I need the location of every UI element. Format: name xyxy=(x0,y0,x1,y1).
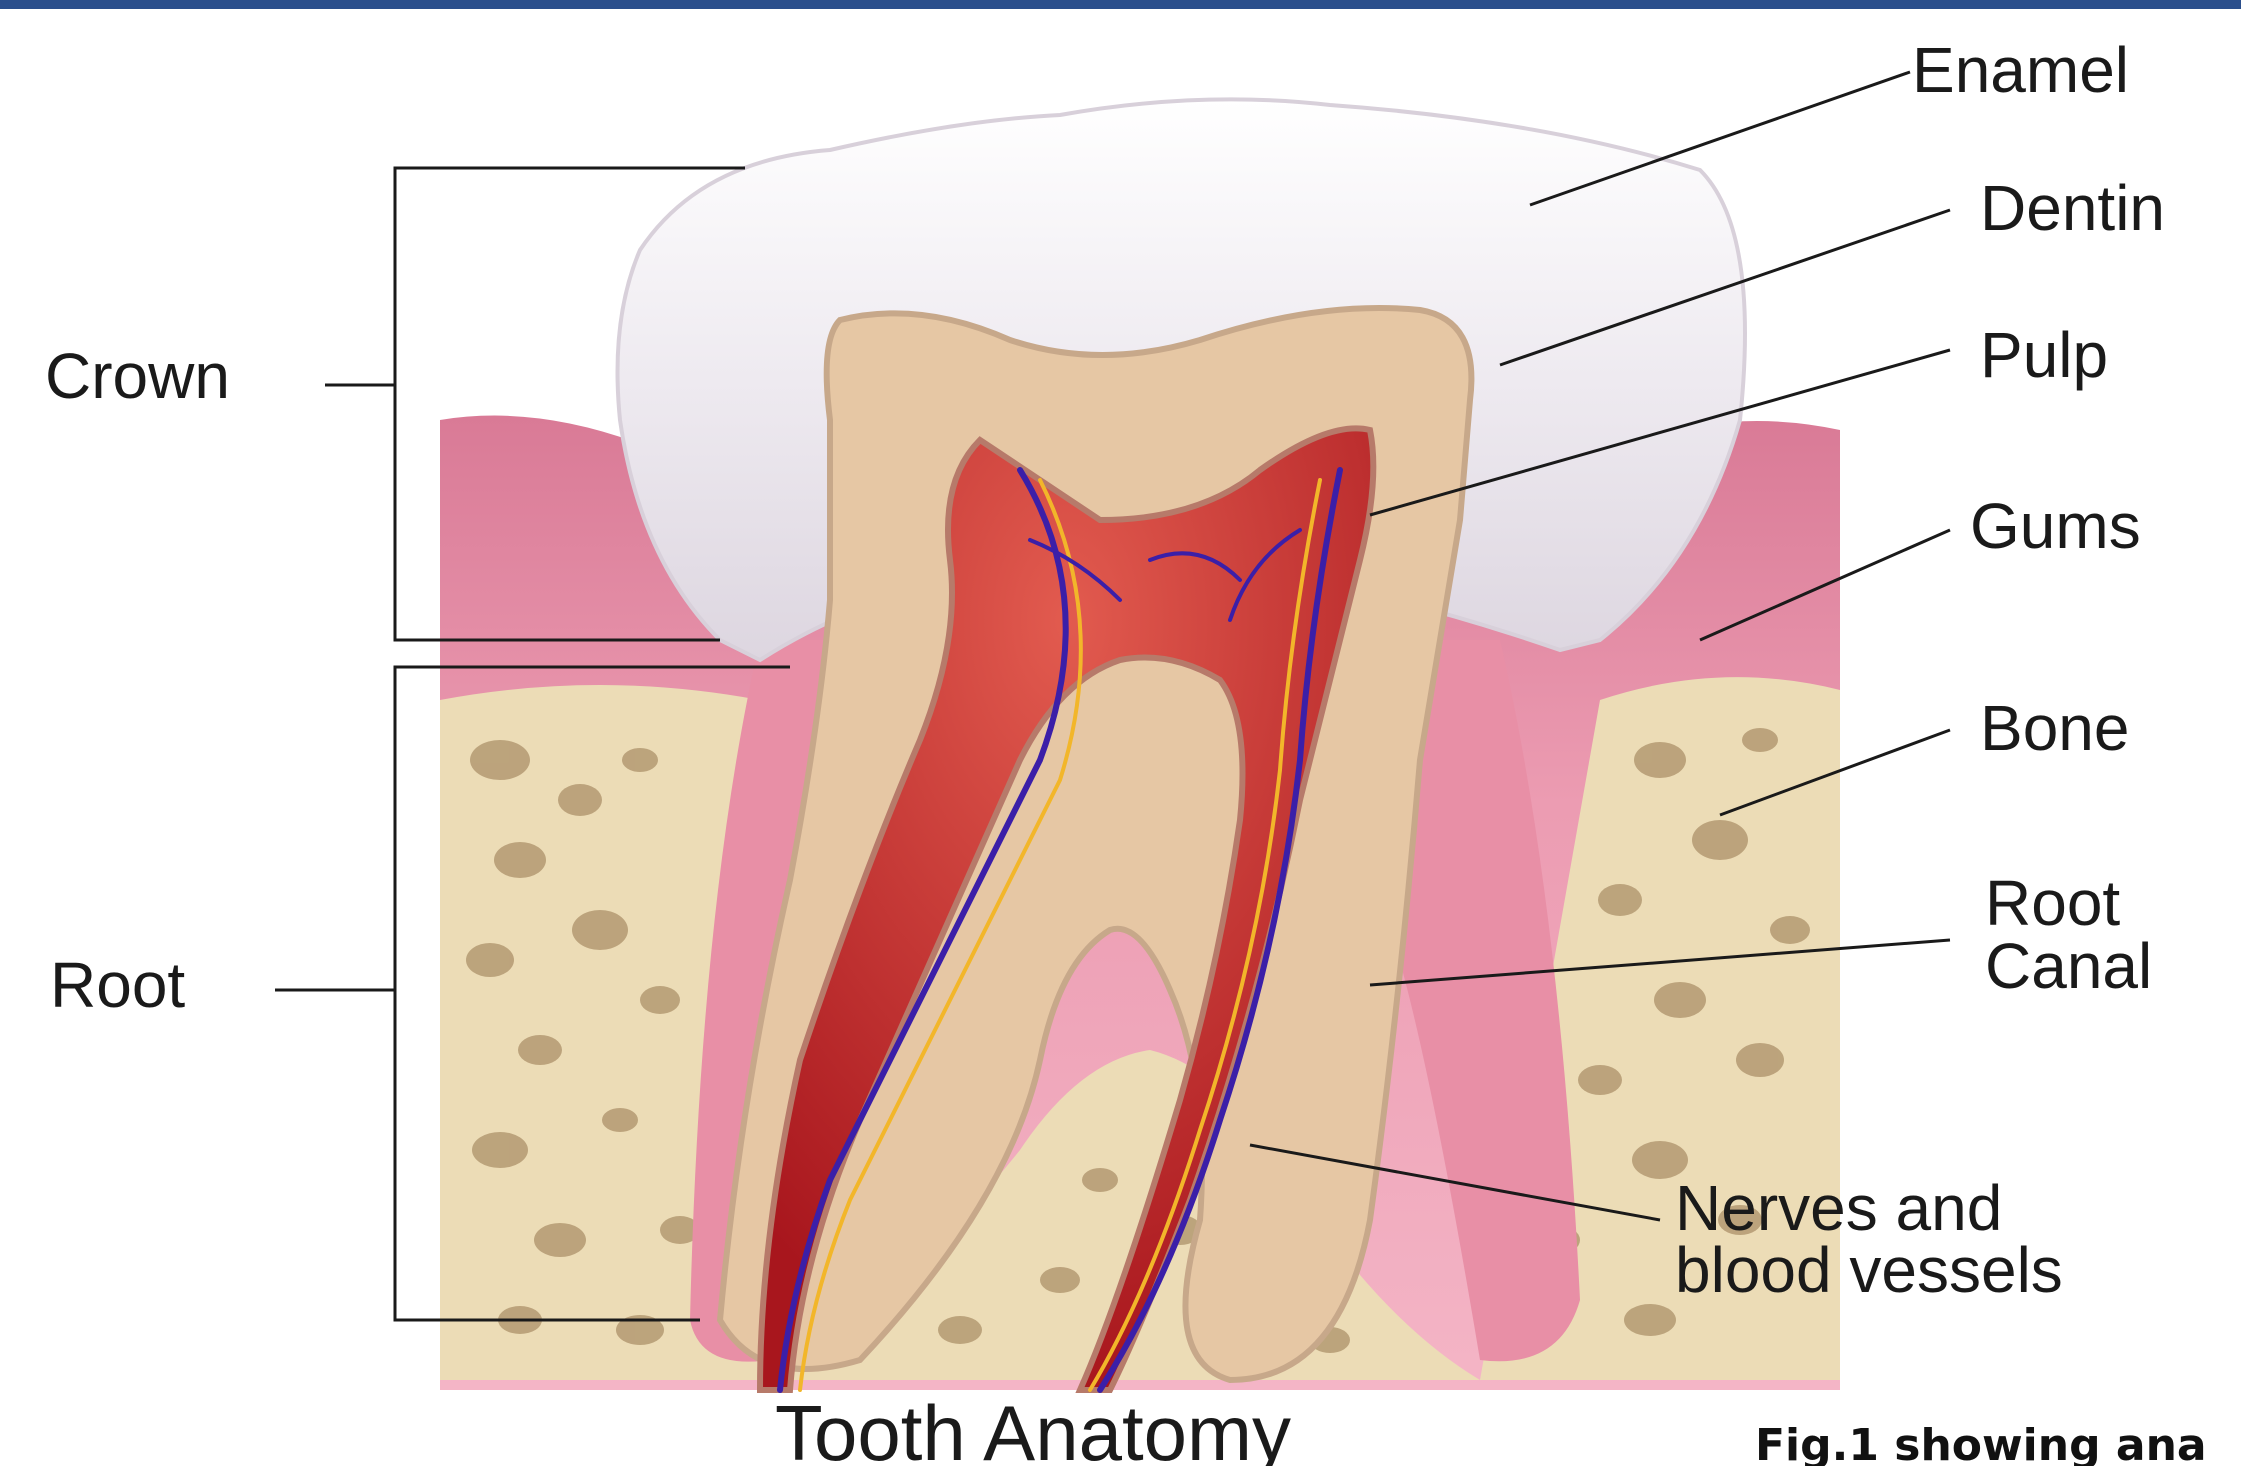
header-bar xyxy=(0,0,2241,9)
label-enamel: Enamel xyxy=(1912,34,2129,106)
label-root-canal-line2: Canal xyxy=(1985,930,2152,1002)
label-crown: Crown xyxy=(45,340,230,412)
label-dentin: Dentin xyxy=(1980,172,2165,244)
label-gums: Gums xyxy=(1970,490,2141,562)
label-nerves-line2: blood vessels xyxy=(1675,1234,2063,1306)
label-root: Root xyxy=(50,949,185,1021)
figure-caption: Fig.1 showing ana xyxy=(1755,1420,2207,1466)
label-root-canal-line1: Root xyxy=(1985,867,2120,939)
label-pulp: Pulp xyxy=(1980,319,2108,391)
label-bone: Bone xyxy=(1980,692,2129,764)
diagram-title: Tooth Anatomy xyxy=(775,1389,1291,1466)
